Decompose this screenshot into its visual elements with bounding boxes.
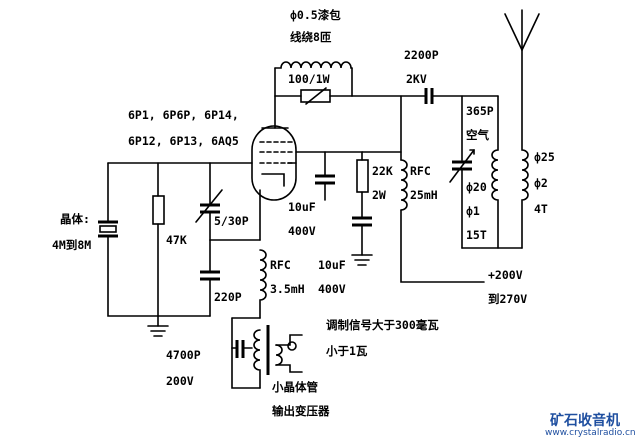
cap-grid-label: 220P (214, 290, 242, 304)
cap-mod-voltage: 200V (166, 374, 194, 388)
grid-resistor-label: 47K (166, 233, 187, 247)
screen-resistor-power: 2W (372, 188, 386, 202)
cathode-rfc-label: RFC (270, 258, 291, 272)
transformer (253, 325, 303, 389)
cap-output-voltage: 2KV (406, 72, 427, 86)
resistor-100 (274, 87, 353, 105)
cap-output-value: 2200P (404, 48, 439, 62)
antenna-coil (521, 49, 529, 249)
feedback-coil (274, 61, 353, 97)
cap-bias-voltage: 400V (318, 282, 346, 296)
modulation-line2: 小于1瓦 (326, 344, 368, 358)
watermark-title: 矿石收音机 (550, 413, 620, 429)
watermark-url: www.crystalradio.cn (545, 428, 636, 438)
plate-rfc (400, 159, 485, 283)
tank-coil-line1: ф20 (466, 180, 487, 194)
trimmer-capacitor (195, 162, 223, 241)
cap-bias-value: 10uF (318, 258, 346, 272)
tank-coil (491, 95, 499, 249)
cap-screen-value: 10uF (288, 200, 316, 214)
tank-cap-value: 365P (466, 104, 494, 118)
screen-capacitor (315, 151, 335, 201)
transformer-line1: 小晶体管 (272, 380, 318, 394)
antenna-coil-line1: ф25 (534, 150, 555, 164)
tank-coil-line2: ф1 (466, 204, 480, 218)
supply-line1: +200V (488, 268, 523, 282)
ground-icon (147, 315, 169, 337)
cathode-rfc-value: 3.5mH (270, 282, 305, 296)
tank-cap-type: 空气 (466, 128, 489, 142)
coil-top-line1: ф0.5漆包 (290, 8, 341, 22)
transformer-line2: 输出变压器 (272, 404, 330, 418)
grid-resistor (152, 162, 165, 317)
bias-capacitor (351, 216, 373, 266)
crystal-range: 4M到8M (52, 238, 92, 252)
coil-top-line2: 线绕8匝 (290, 30, 332, 44)
cathode-rfc (259, 249, 267, 319)
modulation-capacitor (231, 317, 261, 389)
output-capacitor (424, 88, 434, 104)
tank-coil-line3: 15T (466, 228, 487, 242)
resistor-top-label: 100/1W (288, 72, 330, 86)
tube-types-line1: 6P1, 6P6P, 6P14, (128, 108, 239, 122)
antenna-coil-line2: ф2 (534, 176, 548, 190)
screen-resistor (356, 159, 369, 219)
grid-capacitor (200, 239, 220, 317)
modulation-line1: 调制信号大于300毫瓦 (326, 318, 439, 332)
cap-screen-voltage: 400V (288, 224, 316, 238)
crystal (98, 162, 211, 317)
trimmer-label: 5/30P (214, 214, 249, 228)
plate-rfc-label: RFC (410, 164, 431, 178)
screen-resistor-value: 22K (372, 164, 393, 178)
antenna-icon (504, 9, 540, 51)
plate-rfc-value: 25mH (410, 188, 438, 202)
supply-line2: 到270V (488, 292, 528, 306)
antenna-coil-line3: 4T (534, 202, 548, 216)
crystal-label: 晶体: (60, 212, 90, 226)
tube-types-line2: 6P12, 6P13, 6AQ5 (128, 134, 239, 148)
cap-mod-value: 4700P (166, 348, 201, 362)
